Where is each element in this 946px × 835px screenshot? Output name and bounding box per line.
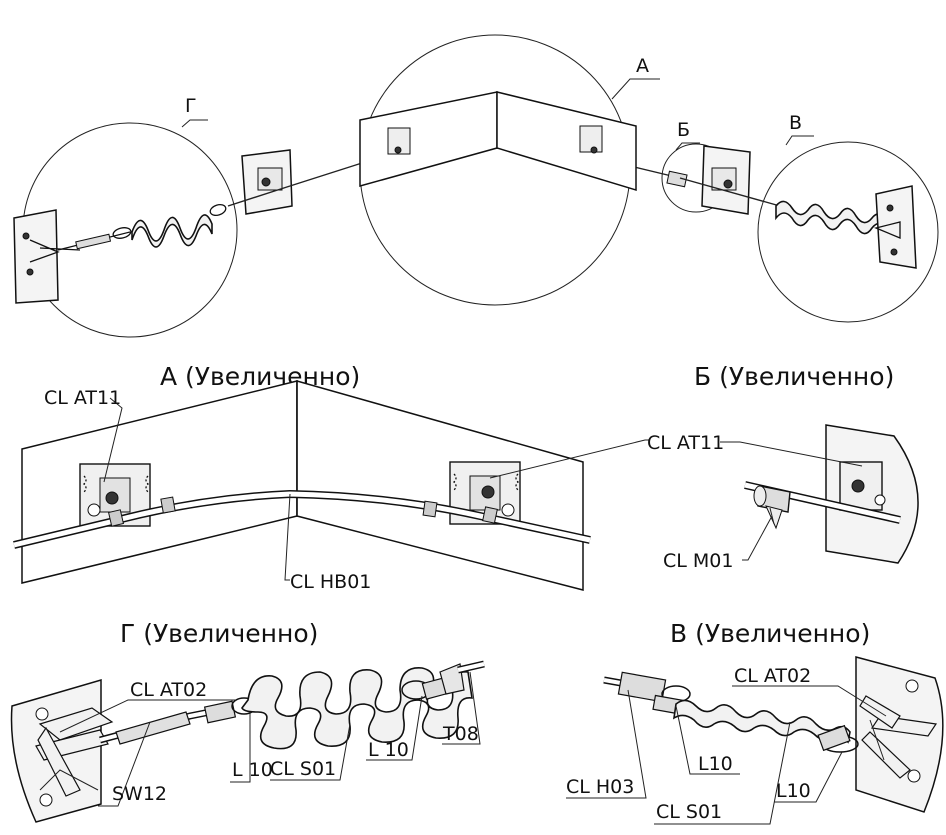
marker-leader-v <box>785 135 814 146</box>
leader-b-m01 <box>742 515 773 561</box>
detail-g: Г (Увеличенно) CL AT02 SW12 L 10 CL S0 <box>10 619 485 823</box>
title-a: А (Увеличенно) <box>160 362 360 391</box>
marker-g: Г <box>185 95 197 117</box>
detail-circle-v <box>757 141 939 323</box>
label-g-s01: CL S01 <box>270 758 336 780</box>
detail-g-spring <box>241 667 473 750</box>
leader-a-at11-left <box>103 397 123 483</box>
detail-v: В (Увеличенно) CL AT02 CL H03 L10 CL S01… <box>566 619 944 825</box>
leader-g-t08 <box>442 671 481 745</box>
corner-wall-left <box>359 91 498 187</box>
leader-g-l10-a <box>230 712 251 783</box>
marker-leader-g <box>181 119 208 128</box>
label-g-l10-a: L 10 <box>232 759 273 781</box>
marker-v: В <box>789 112 802 134</box>
label-v-l10-a: L10 <box>698 753 733 775</box>
leader-v-l10-a <box>675 705 740 775</box>
label-b-m01: CL M01 <box>663 550 733 572</box>
marker-leader-b <box>675 142 700 151</box>
leader-a-hb01 <box>284 493 291 581</box>
detail-a-wall-right <box>296 380 584 591</box>
label-v-s01: CL S01 <box>656 801 722 823</box>
leader-g-sw12 <box>98 721 151 807</box>
spring-overview-left <box>131 214 213 248</box>
wall-plate-right <box>875 185 917 269</box>
marker-b: Б <box>677 119 690 141</box>
title-g: Г (Увеличенно) <box>120 619 318 648</box>
marker-a: А <box>636 55 649 77</box>
detail-a-wall-left <box>21 380 298 584</box>
label-v-at02: CL AT02 <box>734 665 811 687</box>
leader-g-l10-b <box>366 695 423 761</box>
label-g-t08: T08 <box>442 723 479 745</box>
title-v: В (Увеличенно) <box>670 619 870 648</box>
marker-leader-a <box>611 78 660 100</box>
leader-g-s01 <box>270 723 351 781</box>
detail-b-cl-m01 <box>753 485 791 530</box>
label-a-hb01: CL HB01 <box>290 571 371 593</box>
detail-b: Б (Увеличенно) CL AT11 CL M01 <box>647 362 919 572</box>
leader-v-h03 <box>566 689 647 799</box>
label-a-at11-left: CL AT11 <box>44 387 121 409</box>
leader-g-at02 <box>59 699 236 733</box>
leader-v-at02 <box>732 685 887 717</box>
leader-v-s01 <box>654 721 791 825</box>
spring-overview-right <box>775 200 889 235</box>
label-v-l10-b: L10 <box>776 780 811 802</box>
leader-a-at11 <box>489 439 650 479</box>
label-a-at11: CL AT11 <box>647 432 724 454</box>
label-g-l10-b: L 10 <box>368 739 409 761</box>
detail-v-plate <box>855 656 944 813</box>
leader-b-at11 <box>720 441 863 467</box>
detail-g-sw12 <box>115 711 191 745</box>
label-g-at02: CL AT02 <box>130 679 207 701</box>
overview-assembly: Г А Б В <box>13 34 939 338</box>
detail-a: А (Увеличенно) CL AT11 CL <box>13 362 650 593</box>
detail-g-t08 <box>439 663 465 695</box>
title-b: Б (Увеличенно) <box>694 362 894 391</box>
label-v-h03: CL H03 <box>566 776 634 798</box>
leader-v-l10-b <box>774 751 843 803</box>
wall-plate-left <box>13 209 59 304</box>
corner-wall-right <box>496 91 637 192</box>
label-g-sw12: SW12 <box>112 783 167 805</box>
